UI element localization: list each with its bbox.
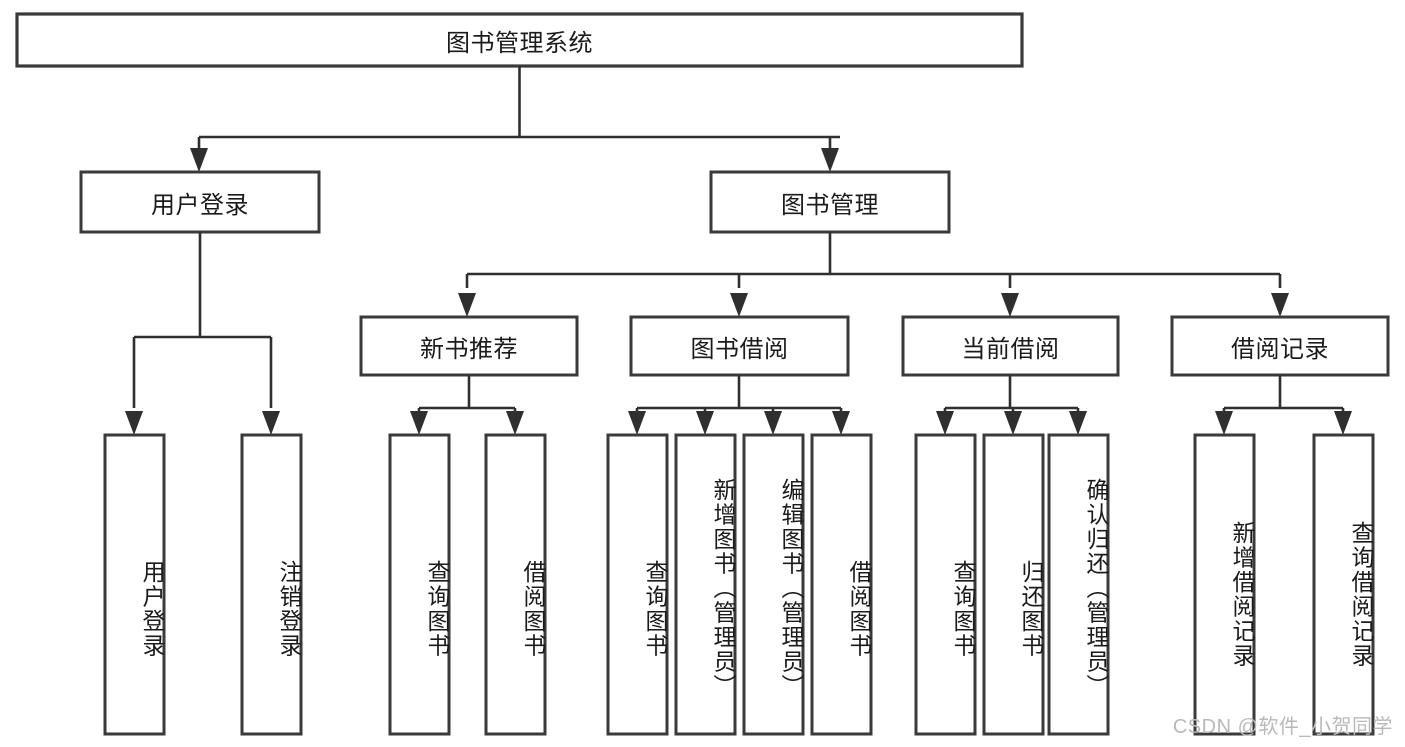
arrowhead-leaf-user-login-2 (262, 411, 280, 435)
node-current-borrow-box[interactable] (901, 315, 1120, 377)
arrowhead-leaf-user-login-1 (125, 411, 143, 435)
node-user-login-box[interactable] (79, 170, 321, 234)
arrowhead-leaf-new-book-2 (506, 411, 524, 435)
arrowhead-leaf-borrow-record-1 (1215, 411, 1233, 435)
arrowhead-current-borrow (1001, 293, 1019, 317)
leaf-box-new-book-1[interactable] (388, 433, 451, 736)
node-borrow-record-box[interactable] (1170, 315, 1390, 377)
leaf-box-current-borrow-3[interactable] (1047, 433, 1110, 736)
arrowhead-book-borrow (730, 293, 748, 317)
arrowhead-leaf-current-borrow-1 (936, 411, 954, 435)
arrowhead-borrow-record (1271, 293, 1289, 317)
leaf-box-current-borrow-1[interactable] (914, 433, 977, 736)
arrowhead-leaf-book-borrow-2 (696, 411, 714, 435)
arrowhead-leaf-new-book-1 (410, 411, 428, 435)
arrowhead-leaf-current-borrow-2 (1004, 411, 1022, 435)
node-new-book-box[interactable] (359, 315, 579, 377)
arrowhead-leaf-borrow-record-2 (1334, 411, 1352, 435)
arrowhead-user-login (190, 148, 208, 172)
node-book-borrow-box[interactable] (629, 315, 850, 377)
watermark-text: CSDN @软件_小贺同学 (1172, 716, 1393, 738)
arrowhead-new-book (458, 293, 476, 317)
arrowhead-leaf-book-borrow-1 (628, 411, 646, 435)
leaf-box-user-login-2[interactable] (240, 433, 303, 736)
arrowhead-leaf-book-borrow-3 (764, 411, 782, 435)
arrowhead-book-mgmt (821, 148, 839, 172)
node-root-box[interactable] (15, 12, 1024, 68)
leaf-box-book-borrow-3[interactable] (742, 433, 805, 736)
leaf-box-book-borrow-2[interactable] (674, 433, 737, 736)
node-book-mgmt-box[interactable] (709, 170, 951, 234)
leaf-box-borrow-record-2[interactable] (1312, 433, 1375, 736)
leaf-box-borrow-record-1[interactable] (1193, 433, 1256, 736)
leaf-box-book-borrow-4[interactable] (810, 433, 873, 736)
leaf-box-current-borrow-2[interactable] (982, 433, 1045, 736)
leaf-box-new-book-2[interactable] (484, 433, 547, 736)
leaf-box-user-login-1[interactable] (103, 433, 166, 736)
arrowhead-leaf-current-borrow-3 (1069, 411, 1087, 435)
arrowhead-leaf-book-borrow-4 (832, 411, 850, 435)
leaf-box-book-borrow-1[interactable] (606, 433, 669, 736)
